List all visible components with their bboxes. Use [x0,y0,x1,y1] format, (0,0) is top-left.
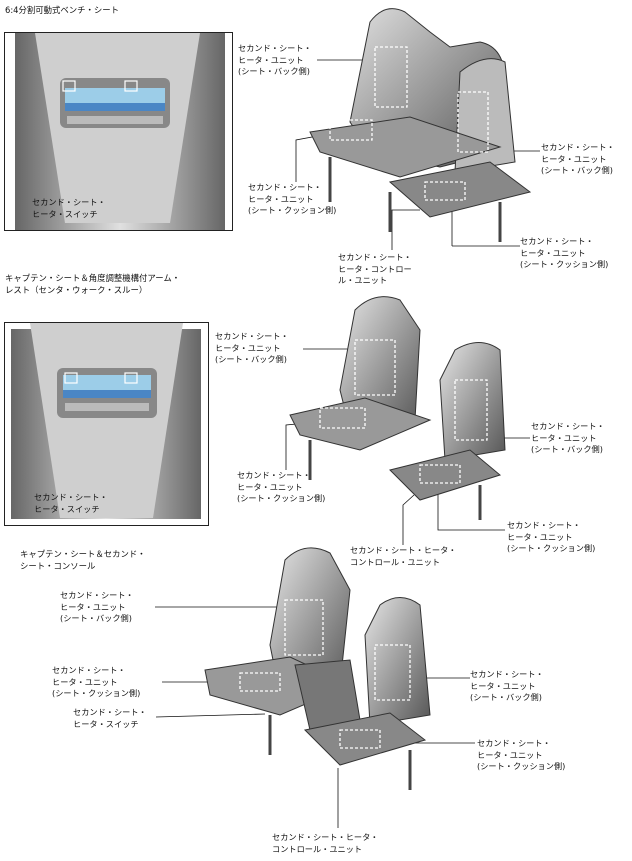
s1-label-cushion-right: セカンド・シート・ ヒータ・ユニット (シート・クッション側) [520,236,609,269]
section-2-title: キャプテン・シート＆角度調整機構付アーム・ レスト（センタ・ウォーク・スルー） [5,273,181,295]
s3-label-cushion-right: セカンド・シート・ ヒータ・ユニット (シート・クッション側) [477,738,566,771]
section-2-inset-panel [4,322,209,526]
section-1-title: 6:4分割可動式ベンチ・シート [5,5,119,15]
rear-console-illustration [15,33,225,230]
s3-label-back-left: セカンド・シート・ ヒータ・ユニット (シート・バック側) [60,590,134,623]
s2-label-cushion-right: セカンド・シート・ ヒータ・ユニット (シート・クッション側) [507,520,596,553]
s3-label-back-right: セカンド・シート・ ヒータ・ユニット (シート・バック側) [470,669,544,702]
s2-label-cushion-left: セカンド・シート・ ヒータ・ユニット (シート・クッション側) [237,470,326,503]
s2-label-back-left: セカンド・シート・ ヒータ・ユニット (シート・バック側) [215,331,289,364]
s3-label-control-unit: セカンド・シート・ヒータ・ コントロール・ユニット [272,832,379,854]
s2-label-back-right: セカンド・シート・ ヒータ・ユニット (シート・バック側) [531,421,605,454]
captain-seat-armrest-illustration [289,296,506,520]
section-1-inset-panel [4,32,233,231]
s3-label-heater-switch: セカンド・シート・ ヒータ・スイッチ [73,707,147,729]
s1-label-back-right: セカンド・シート・ ヒータ・ユニット (シート・バック側) [541,142,615,175]
section-2-inset-label: セカンド・シート・ ヒータ・スイッチ [34,492,108,514]
bench-seat-illustration [309,8,532,242]
captain-seat-console-illustration [204,547,431,790]
rear-console-illustration-2 [11,323,201,519]
s2-label-control-unit: セカンド・シート・ヒータ・ コントロール・ユニット [350,545,457,567]
s3-label-cushion-left: セカンド・シート・ ヒータ・ユニット (シート・クッション側) [52,665,141,698]
s1-label-control-unit: セカンド・シート・ ヒータ・コントロー ル・ユニット [338,252,412,285]
section-1-inset-label: セカンド・シート・ ヒータ・スイッチ [32,197,106,219]
s1-label-cushion-left: セカンド・シート・ ヒータ・ユニット (シート・クッション側) [248,182,337,215]
section-3-title: キャプテン・シート＆セカンド・ シート・コンソール [20,549,146,571]
s1-label-back-left: セカンド・シート・ ヒータ・ユニット (シート・バック側) [238,43,312,76]
